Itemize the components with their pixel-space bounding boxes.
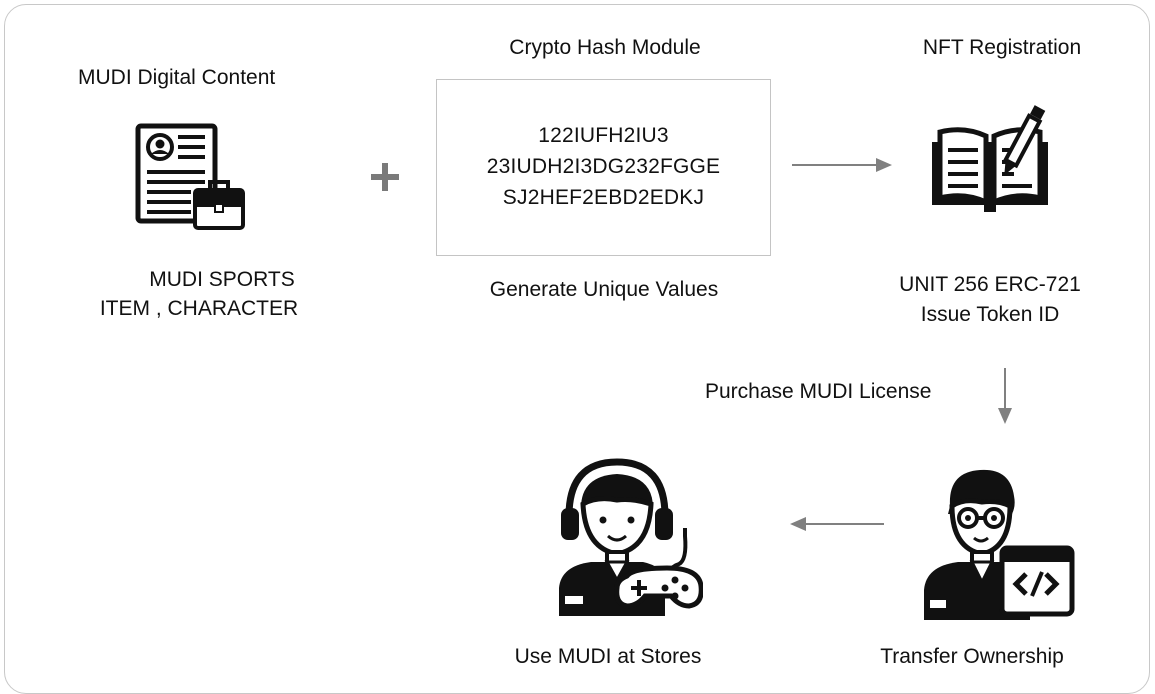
hash-module-caption: Generate Unique Values xyxy=(489,278,719,301)
gamer-person-icon xyxy=(559,458,703,616)
hash-module-title: Crypto Hash Module xyxy=(509,36,701,59)
arrow-right-icon xyxy=(792,158,892,172)
hash-line-3: SJ2HEF2EBD2EDKJ xyxy=(502,186,705,209)
hash-box: 122IUFH2IU3 23IUDH2I3DG232FGGE SJ2HEF2EB… xyxy=(436,79,771,256)
plus-icon xyxy=(371,163,399,191)
nft-caption-2: Issue Token ID xyxy=(920,303,1060,326)
hash-line-1: 122IUFH2IU3 xyxy=(538,124,669,147)
transfer-ownership-caption: Transfer Ownership xyxy=(880,645,1064,668)
digital-content-caption-2: ITEM , CHARACTER xyxy=(99,297,299,320)
nft-registration-title: NFT Registration xyxy=(922,36,1082,59)
document-briefcase-icon xyxy=(135,123,245,230)
purchase-license-label: Purchase MUDI License xyxy=(705,380,932,403)
use-stores-caption: Use MUDI at Stores xyxy=(514,645,702,668)
developer-person-icon xyxy=(924,469,1075,620)
open-book-pen-icon xyxy=(932,105,1048,212)
arrow-down-icon xyxy=(998,368,1012,424)
hash-line-2: 23IUDH2I3DG232FGGE xyxy=(486,155,721,178)
nft-caption-1: UNIT 256 ERC-721 xyxy=(899,273,1081,296)
digital-content-caption-1: MUDI SPORTS xyxy=(149,268,295,291)
arrow-left-icon xyxy=(790,517,884,531)
digital-content-title: MUDI Digital Content xyxy=(78,66,276,89)
